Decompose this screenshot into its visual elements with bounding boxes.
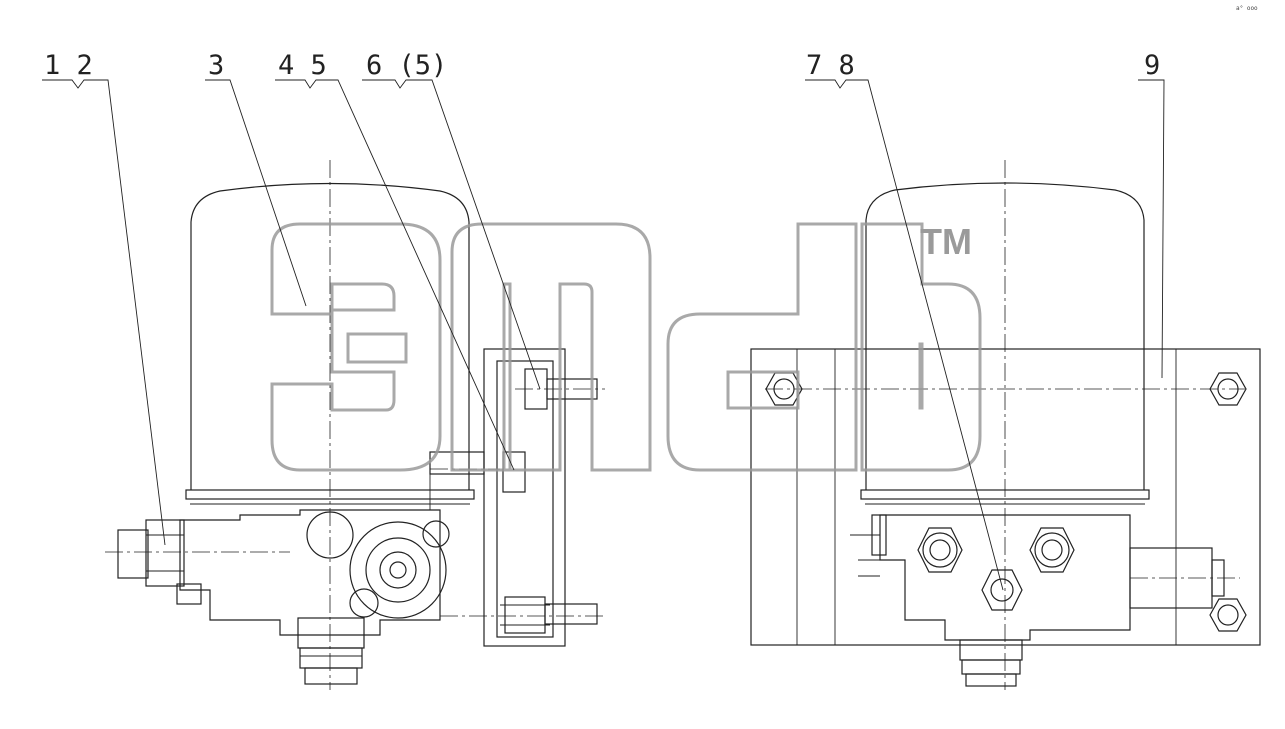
callout-1-2: 1 2	[44, 50, 93, 81]
right-view	[750, 160, 1261, 690]
leader-lines	[42, 79, 1165, 591]
callout-numbers: 1 2 3 4 5 6 (5) 7 8 9	[44, 50, 1160, 81]
callout-3: 3	[208, 50, 224, 81]
callout-7-8: 7 8	[806, 50, 855, 81]
watermark-logo: TM	[270, 221, 982, 472]
watermark-tm: TM	[920, 221, 972, 262]
corner-mark: a° ooo	[1236, 5, 1258, 12]
left-view	[105, 160, 605, 690]
callout-9: 9	[1144, 50, 1160, 81]
callout-4-5: 4 5	[278, 50, 327, 81]
callout-6-5: 6 (5)	[366, 50, 447, 81]
